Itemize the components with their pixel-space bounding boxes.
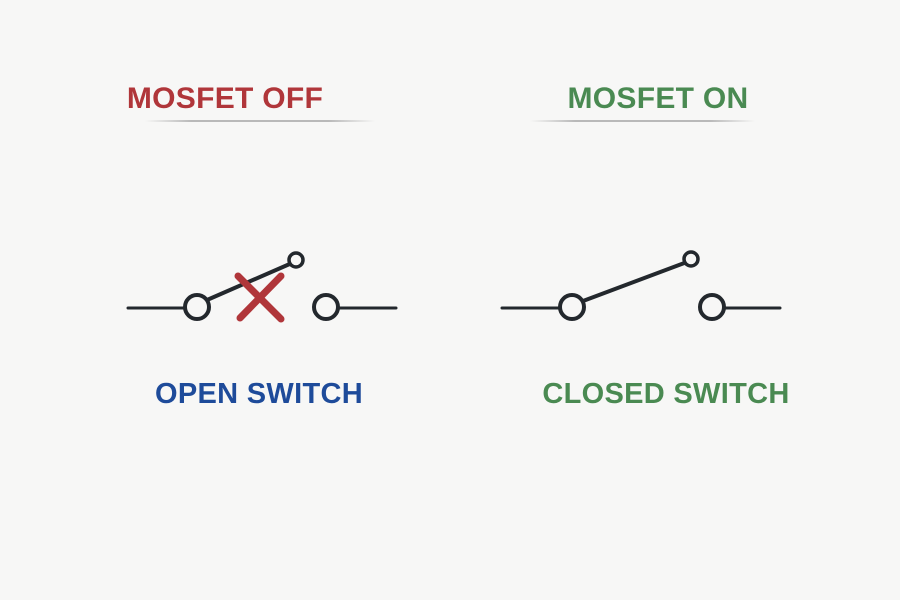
mosfet-on-title-underline (530, 120, 755, 122)
right-terminal (312, 293, 340, 321)
blade-pivot-terminal (183, 293, 211, 321)
blade-tip-terminal (682, 250, 700, 268)
mosfet-off-panel: MOSFET OFF OPEN SWITCH (126, 82, 398, 410)
mosfet-off-title: MOSFET OFF (126, 82, 324, 115)
switch-blade (581, 260, 689, 303)
mosfet-on-title: MOSFET ON (567, 82, 749, 115)
switch-blade (205, 261, 294, 302)
closed-switch-symbol (500, 250, 782, 321)
mosfet-off-title-underline (145, 120, 375, 122)
blade-tip-terminal (287, 251, 305, 269)
open-switch-symbol (126, 251, 398, 323)
right-terminal (698, 293, 726, 321)
open-switch-caption: OPEN SWITCH (155, 378, 363, 410)
mosfet-on-panel: MOSFET ON CLOSED SWITCH (450, 0, 900, 600)
closed-switch-caption: CLOSED SWITCH (542, 378, 790, 410)
blade-pivot-terminal (558, 293, 586, 321)
cross-icon (234, 272, 285, 323)
